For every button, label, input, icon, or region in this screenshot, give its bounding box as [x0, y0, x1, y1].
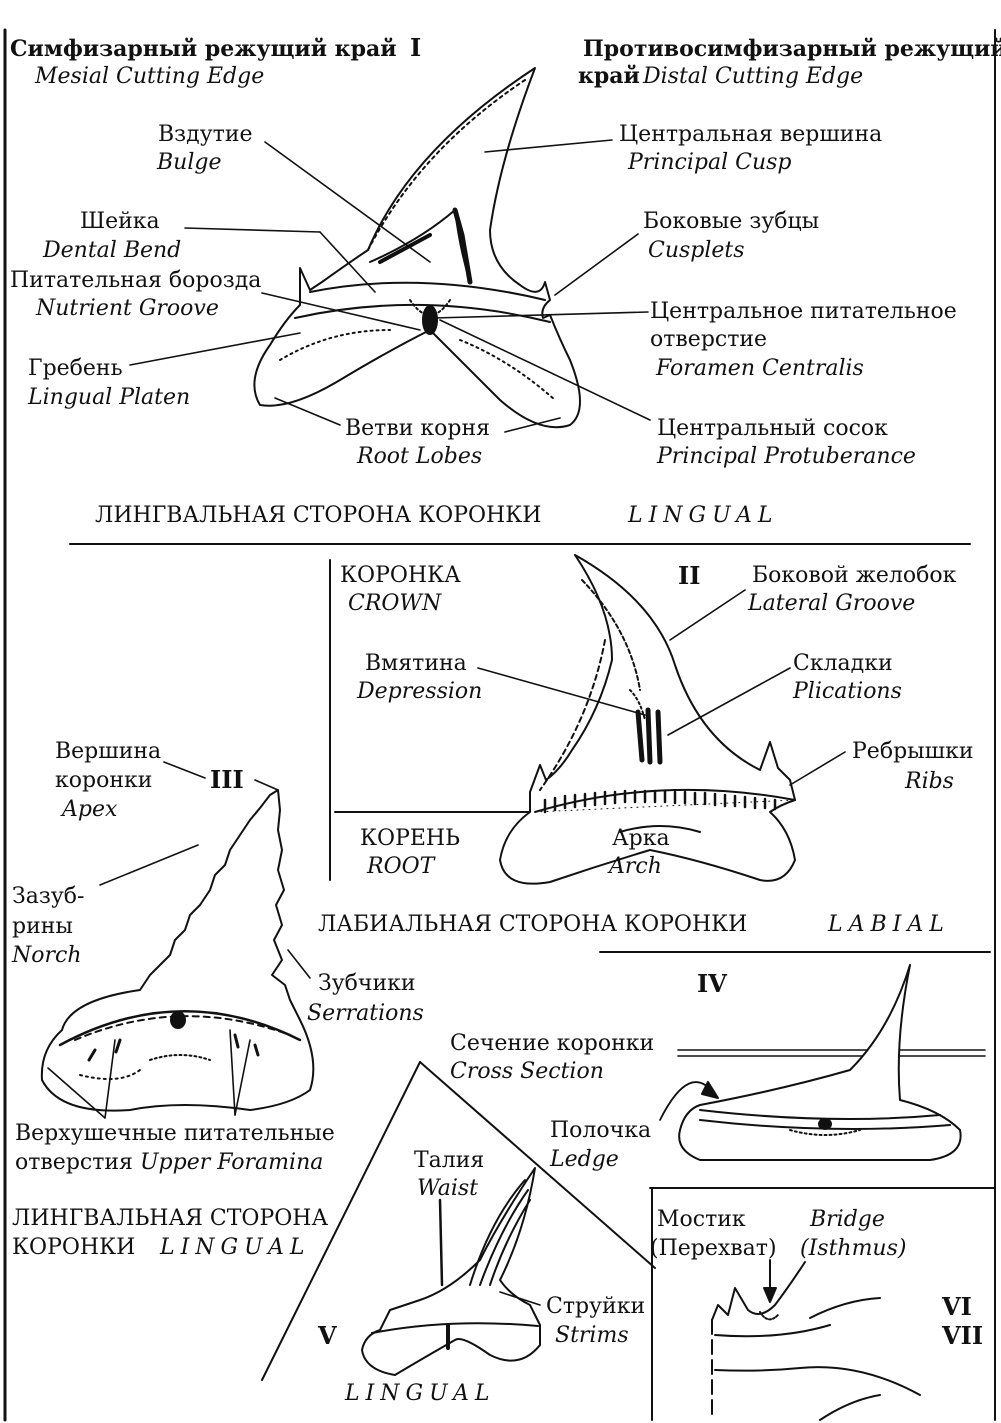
protuberance-label-en: Principal Protuberance: [657, 443, 916, 470]
caption-lingual-3-ru-2: КОРОНКИ: [12, 1234, 135, 1261]
apex-label-ru: Вершина: [55, 738, 161, 765]
caption-lingual-5-en: LINGUAL: [345, 1380, 496, 1407]
lateral-groove-label-en: Lateral Groove: [748, 590, 915, 617]
distal-edge-label-en: Distal Cutting Edge: [643, 63, 863, 90]
foramen-centralis-label-ru: Центральное питательное: [650, 298, 957, 325]
root-lobes-label-en: Root Lobes: [357, 443, 482, 470]
notch-label-ru-2: рины: [12, 913, 73, 940]
serrations-label-en: Serrations: [307, 1000, 424, 1027]
distal-edge-label-ru-2: край: [578, 63, 640, 90]
figure-number-5: V: [318, 1322, 337, 1349]
mesial-edge-label-ru: Симфизарный режущий край: [10, 36, 397, 63]
figure-number-3: III: [210, 766, 244, 793]
waist-label-en: Waist: [417, 1175, 478, 1202]
bridge-label-en: Bridge: [810, 1206, 885, 1233]
waist-label-ru: Талия: [414, 1147, 484, 1174]
figure-number-2: II: [678, 562, 700, 589]
cusplets-label-en: Cusplets: [648, 237, 745, 264]
cross-section-label-en: Cross Section: [450, 1058, 604, 1085]
ribs-label-en: Ribs: [905, 768, 954, 795]
upper-foramina-label-en: Upper Foramina: [140, 1149, 323, 1176]
nutrient-groove-label-en: Nutrient Groove: [36, 295, 219, 322]
notch-label-ru: Зазуб-: [12, 883, 84, 910]
ledge-label-en: Ledge: [550, 1146, 619, 1173]
protuberance-label-ru: Центральный сосок: [657, 415, 888, 442]
tooth-1-drawing: [254, 68, 580, 427]
principal-cusp-label-en: Principal Cusp: [628, 149, 792, 176]
caption-lingual-1-ru: ЛИНГВАЛЬНАЯ СТОРОНА КОРОНКИ: [95, 502, 541, 529]
dental-bend-label-en: Dental Bend: [43, 237, 181, 264]
lateral-groove-label-ru: Боковой желобок: [752, 562, 956, 589]
bulge-label-ru: Вздутие: [158, 121, 253, 148]
figure-number-1: I: [410, 34, 421, 61]
arch-label-en: Arch: [609, 853, 662, 880]
upper-foramina-label-ru: Верхушечные питательные: [15, 1120, 335, 1147]
mesial-edge-label-en: Mesial Cutting Edge: [35, 63, 264, 90]
root-lobes-label-ru: Ветви корня: [345, 415, 490, 442]
serrations-label-ru: Зубчики: [318, 970, 416, 997]
cross-section-label-ru: Сечение коронки: [450, 1030, 654, 1057]
depression-label-en: Depression: [357, 678, 482, 705]
apex-label-en: Apex: [62, 796, 117, 823]
crown-label-en: CROWN: [348, 590, 441, 617]
root-label-ru: КОРЕНЬ: [360, 825, 460, 852]
bridge-label-ru: Мостик: [657, 1206, 746, 1233]
foramen-centralis-label-en: Foramen Centralis: [656, 355, 864, 382]
caption-lingual-3-ru: ЛИНГВАЛЬНАЯ СТОРОНА: [12, 1205, 328, 1232]
nutrient-groove-label-ru: Питательная борозда: [10, 267, 261, 294]
depression-label-ru: Вмятина: [365, 650, 467, 677]
principal-cusp-label-ru: Центральная вершина: [619, 121, 882, 148]
caption-labial-en: LABIAL: [828, 911, 950, 938]
ledge-label-ru: Полочка: [550, 1117, 651, 1144]
cusplets-label-ru: Боковые зубцы: [643, 208, 819, 235]
ribs-label-ru: Ребрышки: [852, 738, 974, 765]
arch-label-ru: Арка: [612, 825, 670, 852]
lingual-platen-label-ru: Гребень: [28, 355, 123, 382]
bridge-label-ru-2: (Перехват): [650, 1235, 777, 1262]
plications-label-ru: Складки: [793, 650, 893, 677]
caption-labial-ru: ЛАБИАЛЬНАЯ СТОРОНА КОРОНКИ: [318, 911, 747, 938]
notch-label-en: Norch: [12, 942, 82, 969]
apex-label-ru-2: коронки: [55, 767, 152, 794]
figure-number-7: VII: [942, 1322, 983, 1349]
figure-number-6: VI: [942, 1293, 972, 1320]
plications-label-en: Plications: [793, 678, 902, 705]
strims-label-ru: Струйки: [546, 1293, 645, 1320]
lingual-platen-label-en: Lingual Platen: [28, 384, 190, 411]
caption-lingual-1-en: LINGUAL: [628, 502, 779, 529]
tooth-3-drawing: [42, 790, 314, 1111]
foramen-centralis-label-ru-2: отверстие: [650, 326, 767, 353]
bulge-label-en: Bulge: [157, 149, 221, 176]
crown-label-ru: КОРОНКА: [340, 562, 461, 589]
caption-lingual-3-en: LINGUAL: [160, 1234, 311, 1261]
dental-bend-label-ru: Шейка: [80, 208, 160, 235]
bridge-label-en-2: (Isthmus): [800, 1235, 906, 1262]
distal-edge-label-ru: Противосимфизарный режущий: [583, 36, 1001, 63]
root-label-en: ROOT: [367, 853, 434, 880]
upper-foramina-label-ru-2: отверстия: [15, 1149, 133, 1176]
figure-number-4: IV: [697, 970, 727, 997]
strims-label-en: Strims: [555, 1322, 629, 1349]
